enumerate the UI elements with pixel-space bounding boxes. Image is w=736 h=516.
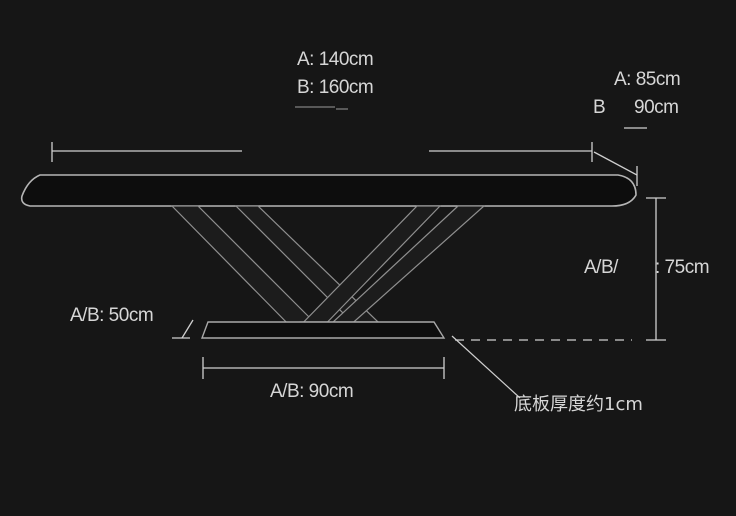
- length-label-b: B: 160cm: [297, 77, 374, 98]
- table-top: [20, 174, 637, 207]
- thickness-leader-line: [451, 335, 521, 399]
- x-shaped-legs: [170, 205, 486, 339]
- depth-label-b-prefix: B: [593, 97, 606, 118]
- base-thickness-label: 底板厚度约1cm: [514, 394, 643, 415]
- base-plate: [200, 321, 446, 339]
- length-label-a: A: 140cm: [297, 49, 374, 70]
- length-label-underline: [295, 106, 348, 110]
- depth-label-b-value: 90cm: [634, 97, 679, 118]
- depth-label-a: A: 85cm: [614, 69, 681, 90]
- base-depth-marker: [172, 319, 194, 339]
- height-label-value: : 75cm: [655, 257, 710, 278]
- height-dimension-line: [646, 197, 666, 341]
- length-dimension-line: [51, 142, 593, 162]
- depth-dimension-line: [593, 127, 647, 186]
- height-label-prefix: A/B/: [584, 257, 618, 278]
- base-depth-label: A/B: 50cm: [70, 305, 154, 326]
- base-width-label: A/B: 90cm: [270, 381, 354, 402]
- base-width-dimension-line: [202, 357, 445, 379]
